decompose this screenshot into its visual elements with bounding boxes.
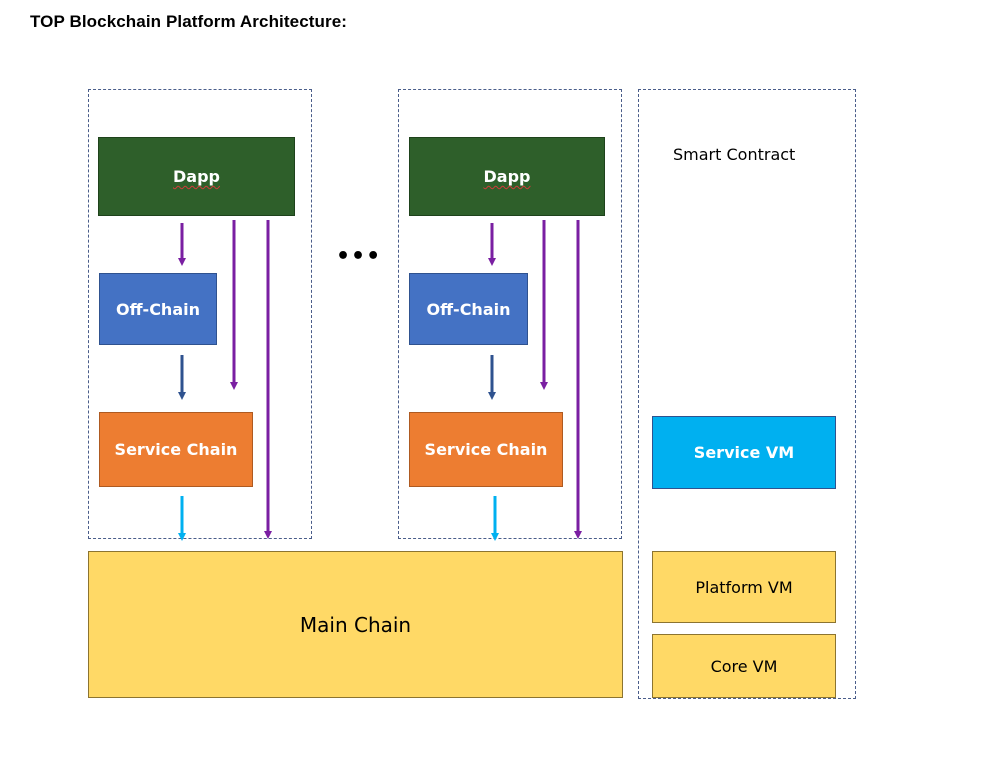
off-chain-label-right: Off-Chain	[426, 299, 511, 319]
service-vm-box: Service VM	[652, 416, 836, 489]
smart-contract-group	[638, 89, 856, 699]
dapp-group-left	[88, 89, 312, 539]
platform-vm-label: Platform VM	[695, 577, 793, 597]
page-title: TOP Blockchain Platform Architecture:	[30, 12, 348, 31]
service-chain-label-right: Service Chain	[424, 440, 548, 459]
off-chain-label-left: Off-Chain	[115, 299, 200, 319]
main-chain-label: Main Chain	[299, 612, 412, 637]
dapp-label-right: Dapp	[483, 167, 531, 186]
dapp-group-right	[398, 89, 622, 539]
core-vm-box: Core VM	[652, 634, 836, 698]
service-chain-label-left: Service Chain	[114, 440, 238, 459]
dapp-box-left: Dapp	[98, 137, 295, 216]
off-chain-box-left: Off-Chain	[99, 273, 217, 345]
dapp-box-right: Dapp	[409, 137, 605, 216]
main-chain-box: Main Chain	[88, 551, 623, 698]
service-vm-label: Service VM	[693, 443, 795, 462]
dapp-label-left: Dapp	[173, 167, 220, 186]
platform-vm-box: Platform VM	[652, 551, 836, 623]
ellipsis: •••	[336, 244, 382, 269]
off-chain-box-right: Off-Chain	[409, 273, 528, 345]
core-vm-label: Core VM	[710, 656, 778, 676]
service-chain-box-left: Service Chain	[99, 412, 253, 487]
smart-contract-label: Smart Contract	[673, 145, 796, 164]
service-chain-box-right: Service Chain	[409, 412, 563, 487]
